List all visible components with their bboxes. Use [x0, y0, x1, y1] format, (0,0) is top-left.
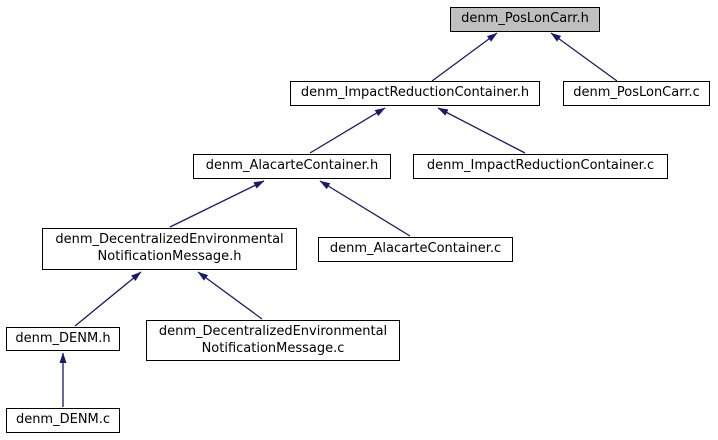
- edge-ImpactReductionContainer.h-to-PosLonCarr.h: [431, 32, 498, 82]
- node-denm_AlacarteContainer.c[interactable]: denm_AlacarteContainer.c: [318, 237, 513, 262]
- edge-AlacarteContainer.h-to-ImpactReductionContainer.h: [309, 107, 386, 154]
- node-denm_PosLonCarr.h[interactable]: denm_PosLonCarr.h: [450, 7, 600, 32]
- node-denm_DecentralizedEnvironmentalNotificationMessage.c[interactable]: denm_DecentralizedEnvironmental Notifica…: [146, 320, 400, 361]
- node-denm_DecentralizedEnvironmentalNotificationMessage.h[interactable]: denm_DecentralizedEnvironmental Notifica…: [42, 228, 297, 270]
- edge-AlacarteContainer.c-to-AlacarteContainer.h: [319, 180, 411, 237]
- node-denm_PosLonCarr.c[interactable]: denm_PosLonCarr.c: [563, 81, 710, 106]
- node-denm_DENM.c[interactable]: denm_DENM.c: [6, 408, 120, 433]
- edge-DENM.h-to-DecentralizedEnvironmentalNotificationMessage.h: [74, 271, 142, 327]
- edge-DecentralizedEnvironmentalNotificationMessage.h-to-AlacarteContainer.h: [169, 180, 265, 228]
- node-denm_ImpactReductionContainer.h[interactable]: denm_ImpactReductionContainer.h: [290, 81, 540, 106]
- edge-DecentralizedEnvironmentalNotificationMessage.c-to-DecentralizedEnvironmentalNotificationMessage.h: [197, 271, 263, 320]
- edge-PosLonCarr.c-to-PosLonCarr.h: [550, 32, 618, 82]
- node-denm_ImpactReductionContainer.c[interactable]: denm_ImpactReductionContainer.c: [413, 154, 668, 179]
- edge-ImpactReductionContainer.c-to-ImpactReductionContainer.h: [437, 107, 526, 154]
- node-denm_DENM.h[interactable]: denm_DENM.h: [6, 327, 120, 351]
- node-denm_AlacarteContainer.h[interactable]: denm_AlacarteContainer.h: [193, 154, 391, 179]
